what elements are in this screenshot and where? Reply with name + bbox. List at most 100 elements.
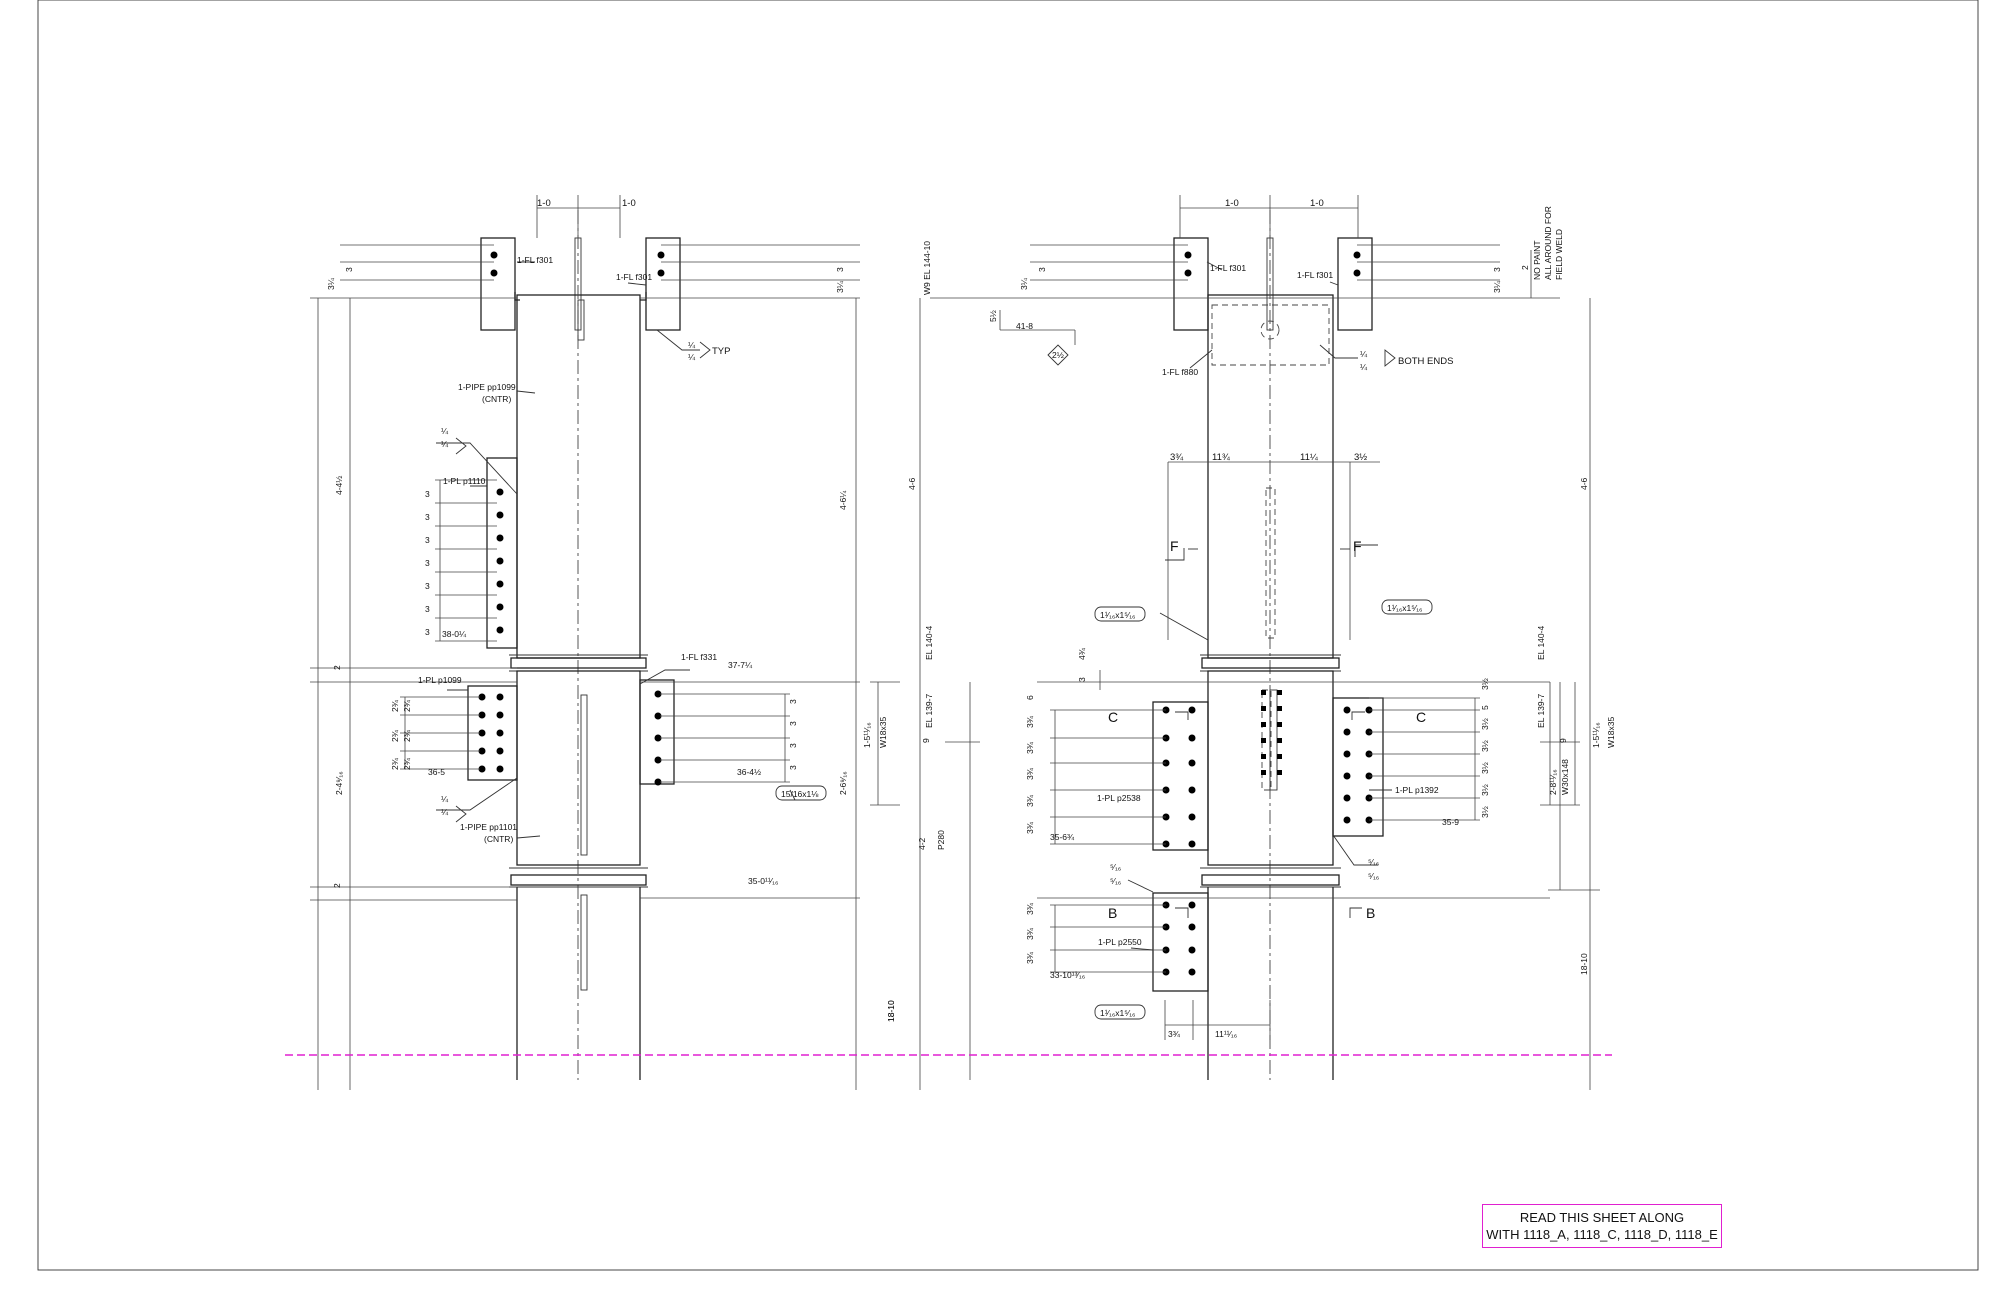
bolt-hole — [490, 251, 498, 259]
right-plate-dim-3: 11¼ — [1300, 452, 1319, 463]
right-spacing-right-2: 5 — [1480, 705, 1490, 710]
right-plate-right — [1332, 697, 1384, 837]
right-paint-note-3: ALL AROUND FOR — [1543, 206, 1553, 280]
right-weld-both-note: BOTH ENDS — [1398, 356, 1453, 367]
left-beam-right-label: W18x35 — [878, 717, 888, 748]
right-top-offset-3: 3 — [1492, 267, 1502, 272]
right-plate-right-label: 1-PL p1392 — [1395, 785, 1439, 795]
left-plate-spacing-7: 3 — [425, 627, 430, 637]
right-spacing-right-7: 3½ — [1480, 806, 1490, 818]
left-top-dim-2: 1-0 — [622, 198, 636, 209]
right-lower-spacing-1: 3¾ — [1025, 902, 1035, 915]
left-weld-top-1: ¼ — [688, 340, 696, 350]
left-top-offset-2: 3 — [344, 267, 354, 272]
right-spacing-left-6: 3¾ — [1025, 821, 1035, 834]
right-section-c-left: C — [1108, 709, 1118, 725]
left-top-dim-1: 1-0 — [537, 198, 551, 209]
right-top-dim-2: 1-0 — [1310, 198, 1324, 209]
left-plate-spacing-4: 3 — [425, 558, 430, 568]
right-top-flange-left — [1173, 237, 1209, 331]
left-mid-spacing-5: 2¾ — [402, 729, 412, 742]
right-weld-both-1: ¼ — [1360, 349, 1368, 359]
right-plate-left-label: 1-PL p2538 — [1097, 793, 1141, 803]
right-lower-spacing-3: 3¾ — [1025, 951, 1035, 964]
left-bolt-spacing-3: 3 — [788, 743, 798, 748]
shear-plate-upper — [486, 457, 518, 649]
right-plate-left-elev: 35-6¾ — [1050, 832, 1075, 842]
right-top-offset-4: 3¼ — [1492, 280, 1502, 293]
right-beam-right-dim: 1-5¹¹⁄₁₆ — [1591, 722, 1601, 748]
left-top-offset-3: 3 — [835, 267, 845, 272]
left-bolt-spacing-2: 3 — [788, 721, 798, 726]
right-weld-lower-right-1: ⁵⁄₁₆ — [1368, 857, 1379, 867]
right-el-upper: EL 140-4 — [1536, 626, 1546, 660]
splice-ring-lower — [510, 874, 647, 886]
right-section-b-right: B — [1366, 905, 1375, 921]
left-flange-label-left: 1-FL f301 — [517, 255, 553, 265]
left-mid-spacing-4: 2¾ — [402, 699, 412, 712]
right-top-dim-1: 1-0 — [1225, 198, 1239, 209]
left-weld-lower-2: ¼ — [441, 807, 449, 817]
right-bottom-dim-left: 18-10 — [886, 1000, 896, 1022]
left-splice-gap-lower: 2 — [332, 883, 342, 888]
right-el-upper-left: EL 140-4 — [924, 626, 934, 660]
right-spacing-right-4: 3½ — [1480, 740, 1490, 752]
right-spacing-right-3: 3½ — [1480, 718, 1490, 730]
right-plate-lower-label: 1-PL p2550 — [1098, 937, 1142, 947]
pipe-upper — [516, 294, 641, 659]
top-flange-plate-left — [480, 237, 516, 331]
note-line-2: WITH 1118_A, 1118_C, 1118_D, 1118_E — [1486, 1227, 1718, 1242]
pipe-middle — [516, 670, 641, 866]
right-beam-right-label: W18x35 — [1606, 717, 1616, 748]
left-splice-gap: 2 — [332, 665, 342, 670]
right-gap-9: 9 — [1558, 738, 1568, 743]
right-top-offset-2: 3 — [1037, 267, 1047, 272]
right-section-f-right: F — [1353, 538, 1362, 554]
right-view — [919, 195, 1600, 1090]
left-plate-upper-elev: 38-0¼ — [442, 629, 467, 639]
shear-plate-upper-holes — [496, 488, 504, 634]
right-internal-flange — [1211, 304, 1330, 366]
right-flange-internal: 1-FL f880 — [1162, 367, 1198, 377]
left-flange-mid: 1-FL f331 — [681, 652, 717, 662]
right-bolt-spec-lower: 1¹⁄₁₆x1⁵⁄₁₆ — [1100, 1008, 1136, 1018]
right-plate-left-holes — [1162, 706, 1196, 848]
right-plate-right-elev: 35-9 — [1442, 817, 1459, 827]
right-spacing-left-3: 3¾ — [1025, 741, 1035, 754]
right-weld-circle: 2½ — [1052, 350, 1064, 360]
left-top-offset-1: 3¼ — [326, 277, 336, 290]
bolt-hole — [657, 251, 665, 259]
left-plate-spacing-6: 3 — [425, 604, 430, 614]
right-el-lower: EL 139-7 — [1536, 694, 1546, 728]
right-offset-top: 5½ — [988, 310, 998, 322]
right-paint-note-4: FIELD WELD — [1554, 229, 1564, 280]
left-lower-elev: 35-0¹¹⁄₁₆ — [748, 876, 778, 886]
right-plate-dim-4: 3½ — [1354, 452, 1367, 463]
left-plate-spacing-5: 3 — [425, 581, 430, 591]
left-beam-right-dim: 1-5¹¹⁄₁₆ — [862, 722, 872, 748]
right-pipe-middle — [1207, 670, 1334, 866]
left-weld-top-note: TYP — [712, 346, 730, 357]
left-flange-mid-elev: 37-7¼ — [728, 660, 753, 670]
left-pipe-upper-label-1: 1-PIPE pp1099 — [458, 382, 516, 392]
right-spacing-right-6: 3½ — [1480, 784, 1490, 796]
right-plate-lower-elev: 33-10¹³⁄₁₆ — [1050, 970, 1085, 980]
right-weld-lower-2: ⁵⁄₁₆ — [1110, 876, 1121, 886]
right-flange-label-left: 1-FL f301 — [1210, 263, 1246, 273]
shear-plate-mid-left-holes — [478, 693, 504, 773]
right-top-offset-1: 3¼ — [1019, 277, 1029, 290]
left-plate-mid: 1-PL p1099 — [418, 675, 462, 685]
right-plate-left — [1152, 701, 1209, 851]
right-bolt-spec-left: 1¹⁄₁₆x1⁵⁄₁₆ — [1100, 610, 1136, 620]
right-bolt-spec-right: 1¹⁄₁₆x1⁵⁄₁₆ — [1387, 603, 1423, 613]
left-bolt-spec: 15/16x1⅛ — [781, 789, 819, 799]
flange-plate-mid-right-holes — [654, 690, 662, 786]
right-paint-note-1: 2 — [1520, 265, 1530, 270]
right-weld-lower-right-2: ⁵⁄₁₆ — [1368, 871, 1379, 881]
left-bolt-spacing-4: 3 — [788, 765, 798, 770]
right-height-left: 4-6 — [907, 477, 917, 490]
right-spacing-right-5: 3½ — [1480, 762, 1490, 774]
left-mid-spacing-1: 2¾ — [390, 699, 400, 712]
left-weld-upper-2: ¼ — [441, 439, 449, 449]
